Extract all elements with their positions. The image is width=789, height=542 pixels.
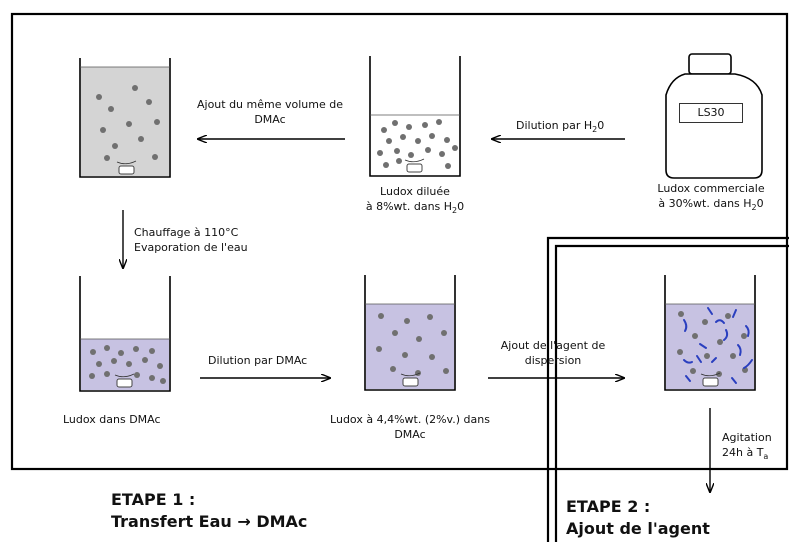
label-ludox-diluee-line1: Ludox diluée [380,185,450,198]
etape1-label: ETAPE 1 : Transfert Eau → DMAc [111,489,307,533]
label-chauffage: Chauffage à 110°C Evaporation de l'eau [134,225,248,255]
etape2-title: ETAPE 2 : [566,497,651,516]
label-agitation-sub: a [763,452,769,462]
beaker-ludox-dans-dmac [79,276,171,392]
label-dilution-h2o-sub: 2 [592,125,598,135]
label-ludox-diluee-sub: 2 [452,206,458,216]
label-ludox-diluee-line2: à 8%wt. dans H [365,200,453,213]
beaker-ludox-diluee [369,56,461,177]
label-ludox-44-line1: Ludox à 4,4%wt. (2%v.) dans [330,413,490,426]
etape1-title: ETAPE 1 : [111,490,196,509]
label-ludox-comm-end: 0 [756,197,764,210]
label-ajout-agent-line3: dispersion [524,354,582,367]
label-ajout-agent-line2: de [591,339,606,352]
etape2-subtitle: Ajout de l'agent [566,519,710,538]
label-ajout-volume-line1: Ajout du même volume de [196,98,343,111]
label-agitation: Agitation 24h à Ta [722,430,772,462]
label-ludox-4-4: Ludox à 4,4%wt. (2%v.) dans DMAc [315,412,505,442]
label-agitation-line1: Agitation [722,431,772,444]
label-ludox-comm-line1: Ludox commerciale [657,182,765,195]
jar-tag: LS30 [679,103,743,123]
label-ludox-diluee: Ludox diluée à 8%wt. dans H20 [345,184,485,216]
label-agitation-line2: 24h à T [722,446,764,459]
label-ludox-dans-dmac: Ludox dans DMAc [63,413,161,426]
label-chauffage-line2: Evaporation de l'eau [134,241,248,254]
label-ludox-comm-line2: à 30%wt. dans H [658,197,752,210]
beaker-final-mix [664,275,756,391]
label-ajout-agent: Ajout de l'agent de dispersion [488,338,618,368]
etape1-frame [10,12,789,471]
label-ajout-volume: Ajout du même volume de DMAc [180,97,360,127]
label-dilution-h2o-end: 0 [597,119,605,132]
label-dilution-h2o-text: Dilution par H [516,119,593,132]
label-dilution-dmac: Dilution par DMAc [208,354,308,367]
label-chauffage-line1: Chauffage à 110°C [134,226,239,239]
beaker-ludox-dmac-mix [79,58,171,178]
etape1-subtitle: Transfert Eau → DMAc [111,512,308,531]
etape2-frame-outer [546,236,789,542]
label-dilution-h2o: Dilution par H20 [516,118,605,135]
label-ludox-comm-sub: 2 [751,203,757,213]
label-ludox-commerciale: Ludox commerciale à 30%wt. dans H20 [636,181,786,213]
label-ludox-44-line2: DMAc [394,428,426,441]
etape2-frame-inner [554,244,789,542]
label-ajout-agent-line1: Ajout de l'agent [500,339,588,352]
jar-ludox-commerciale [665,53,763,179]
label-ajout-volume-line2: DMAc [254,113,286,126]
label-ludox-diluee-end: 0 [457,200,465,213]
beaker-ludox-4-4 [364,275,456,391]
etape2-label: ETAPE 2 : Ajout de l'agent [566,496,710,540]
